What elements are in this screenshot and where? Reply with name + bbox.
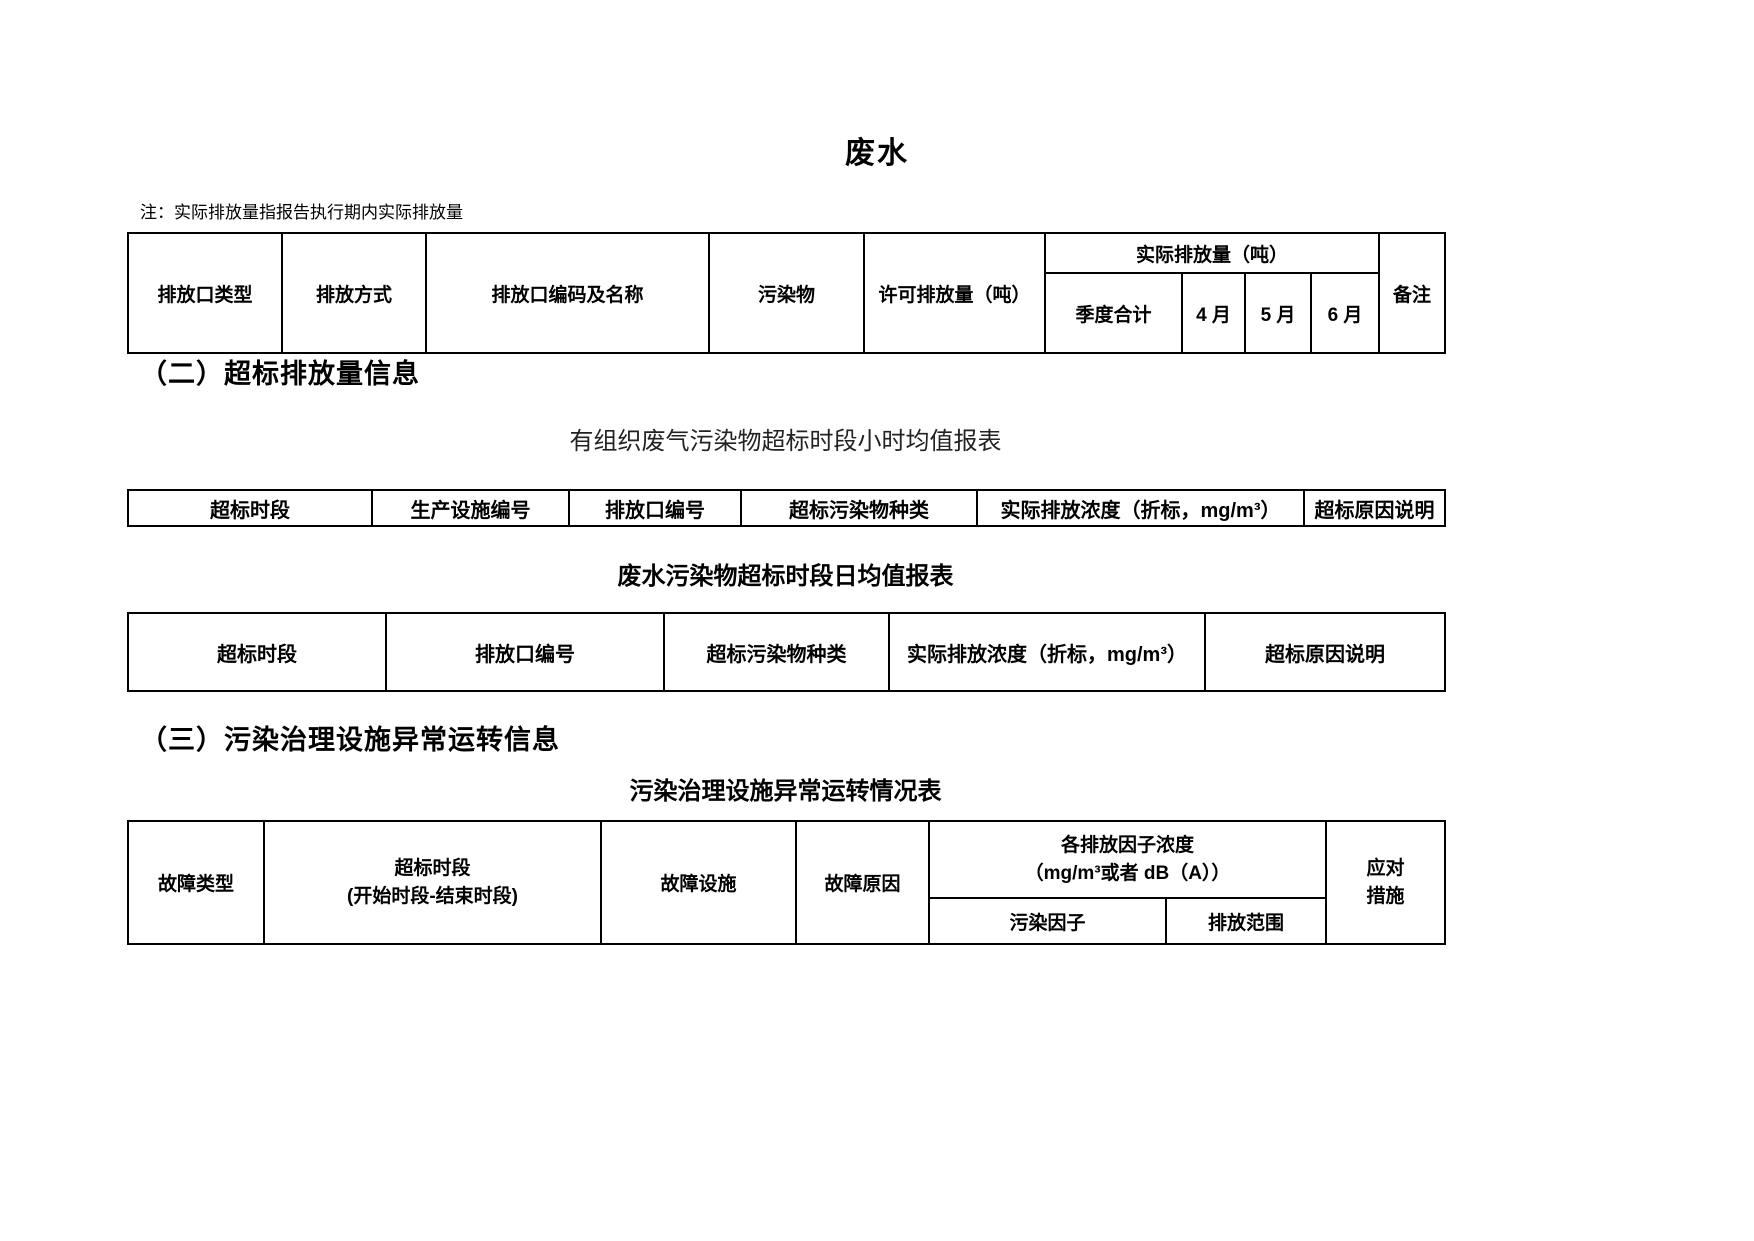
abnormal-operation-table: 故障类型 超标时段 (开始时段-结束时段) 故障设施 故障原因 各排放因子浓度 … bbox=[127, 820, 1447, 945]
section-heading-over-limit: （二）超标排放量信息 bbox=[140, 359, 420, 389]
hourly-table-title: 有组织废气污染物超标时段小时均值报表 bbox=[569, 428, 1002, 455]
header-actual-concentration: 实际排放浓度（折标，mg/m³） bbox=[976, 489, 1305, 527]
header-actual-concentration: 实际排放浓度（折标，mg/m³） bbox=[888, 612, 1206, 692]
daily-table-title: 废水污染物超标时段日均值报表 bbox=[617, 563, 954, 590]
header-remark: 备注 bbox=[1378, 232, 1447, 354]
wastewater-emission-table: 排放口类型 排放方式 排放口编码及名称 污染物 许可排放量（吨） 实际排放量（吨… bbox=[127, 232, 1447, 354]
hourly-over-limit-table: 超标时段 生产设施编号 排放口编号 超标污染物种类 实际排放浓度（折标，mg/m… bbox=[127, 489, 1446, 527]
header-pollutant: 污染物 bbox=[708, 232, 865, 354]
header-emission-factor-group: 各排放因子浓度 （mg/m³或者 dB（A）） bbox=[927, 820, 1328, 899]
header-response-measures: 应对 措施 bbox=[1325, 820, 1447, 945]
header-outlet-type: 排放口类型 bbox=[127, 232, 283, 354]
header-production-facility-code: 生产设施编号 bbox=[371, 489, 570, 527]
section-heading-abnormal-operation: （三）污染治理设施异常运转信息 bbox=[140, 725, 560, 755]
abnormal-table-title: 污染治理设施异常运转情况表 bbox=[629, 778, 942, 805]
header-over-limit-period: 超标时段 bbox=[127, 612, 387, 692]
header-response-measures-line2: 措施 bbox=[1366, 885, 1405, 907]
header-fault-reason: 故障原因 bbox=[795, 820, 930, 945]
header-fault-facility: 故障设施 bbox=[600, 820, 797, 945]
header-over-limit-period: 超标时段 bbox=[127, 489, 373, 527]
daily-over-limit-table: 超标时段 排放口编号 超标污染物种类 实际排放浓度（折标，mg/m³） 超标原因… bbox=[127, 612, 1446, 692]
header-emission-factor-group-line2: （mg/m³或者 dB（A）） bbox=[1024, 862, 1231, 884]
header-quarter-total: 季度合计 bbox=[1044, 272, 1183, 354]
header-pollution-factor: 污染因子 bbox=[928, 897, 1167, 945]
header-fault-type: 故障类型 bbox=[127, 820, 265, 945]
header-emission-factor-group-line1: 各排放因子浓度 bbox=[1061, 834, 1195, 856]
header-over-limit-reason: 超标原因说明 bbox=[1303, 489, 1446, 527]
header-discharge-mode: 排放方式 bbox=[281, 232, 427, 354]
header-discharge-range: 排放范围 bbox=[1164, 897, 1328, 945]
header-over-limit-reason: 超标原因说明 bbox=[1204, 612, 1446, 692]
header-permitted-amount: 许可排放量（吨） bbox=[863, 232, 1046, 354]
header-outlet-code-name: 排放口编码及名称 bbox=[425, 232, 710, 354]
header-outlet-code: 排放口编号 bbox=[385, 612, 665, 692]
note-text: 注：实际排放量指报告执行期内实际排放量 bbox=[140, 203, 463, 222]
header-actual-amount-group: 实际排放量（吨） bbox=[1043, 232, 1381, 274]
header-over-limit-period-line2: (开始时段-结束时段) bbox=[347, 885, 518, 907]
header-over-limit-period: 超标时段 (开始时段-结束时段) bbox=[263, 820, 602, 945]
page-title: 废水 bbox=[845, 137, 909, 170]
header-outlet-code: 排放口编号 bbox=[568, 489, 742, 527]
header-over-limit-pollutant-type: 超标污染物种类 bbox=[663, 612, 890, 692]
header-may: 5 月 bbox=[1244, 272, 1312, 354]
header-over-limit-period-line1: 超标时段 bbox=[394, 857, 471, 879]
header-april: 4 月 bbox=[1181, 272, 1246, 354]
header-response-measures-line1: 应对 bbox=[1366, 857, 1405, 879]
header-over-limit-pollutant-type: 超标污染物种类 bbox=[740, 489, 978, 527]
header-june: 6 月 bbox=[1309, 272, 1381, 354]
